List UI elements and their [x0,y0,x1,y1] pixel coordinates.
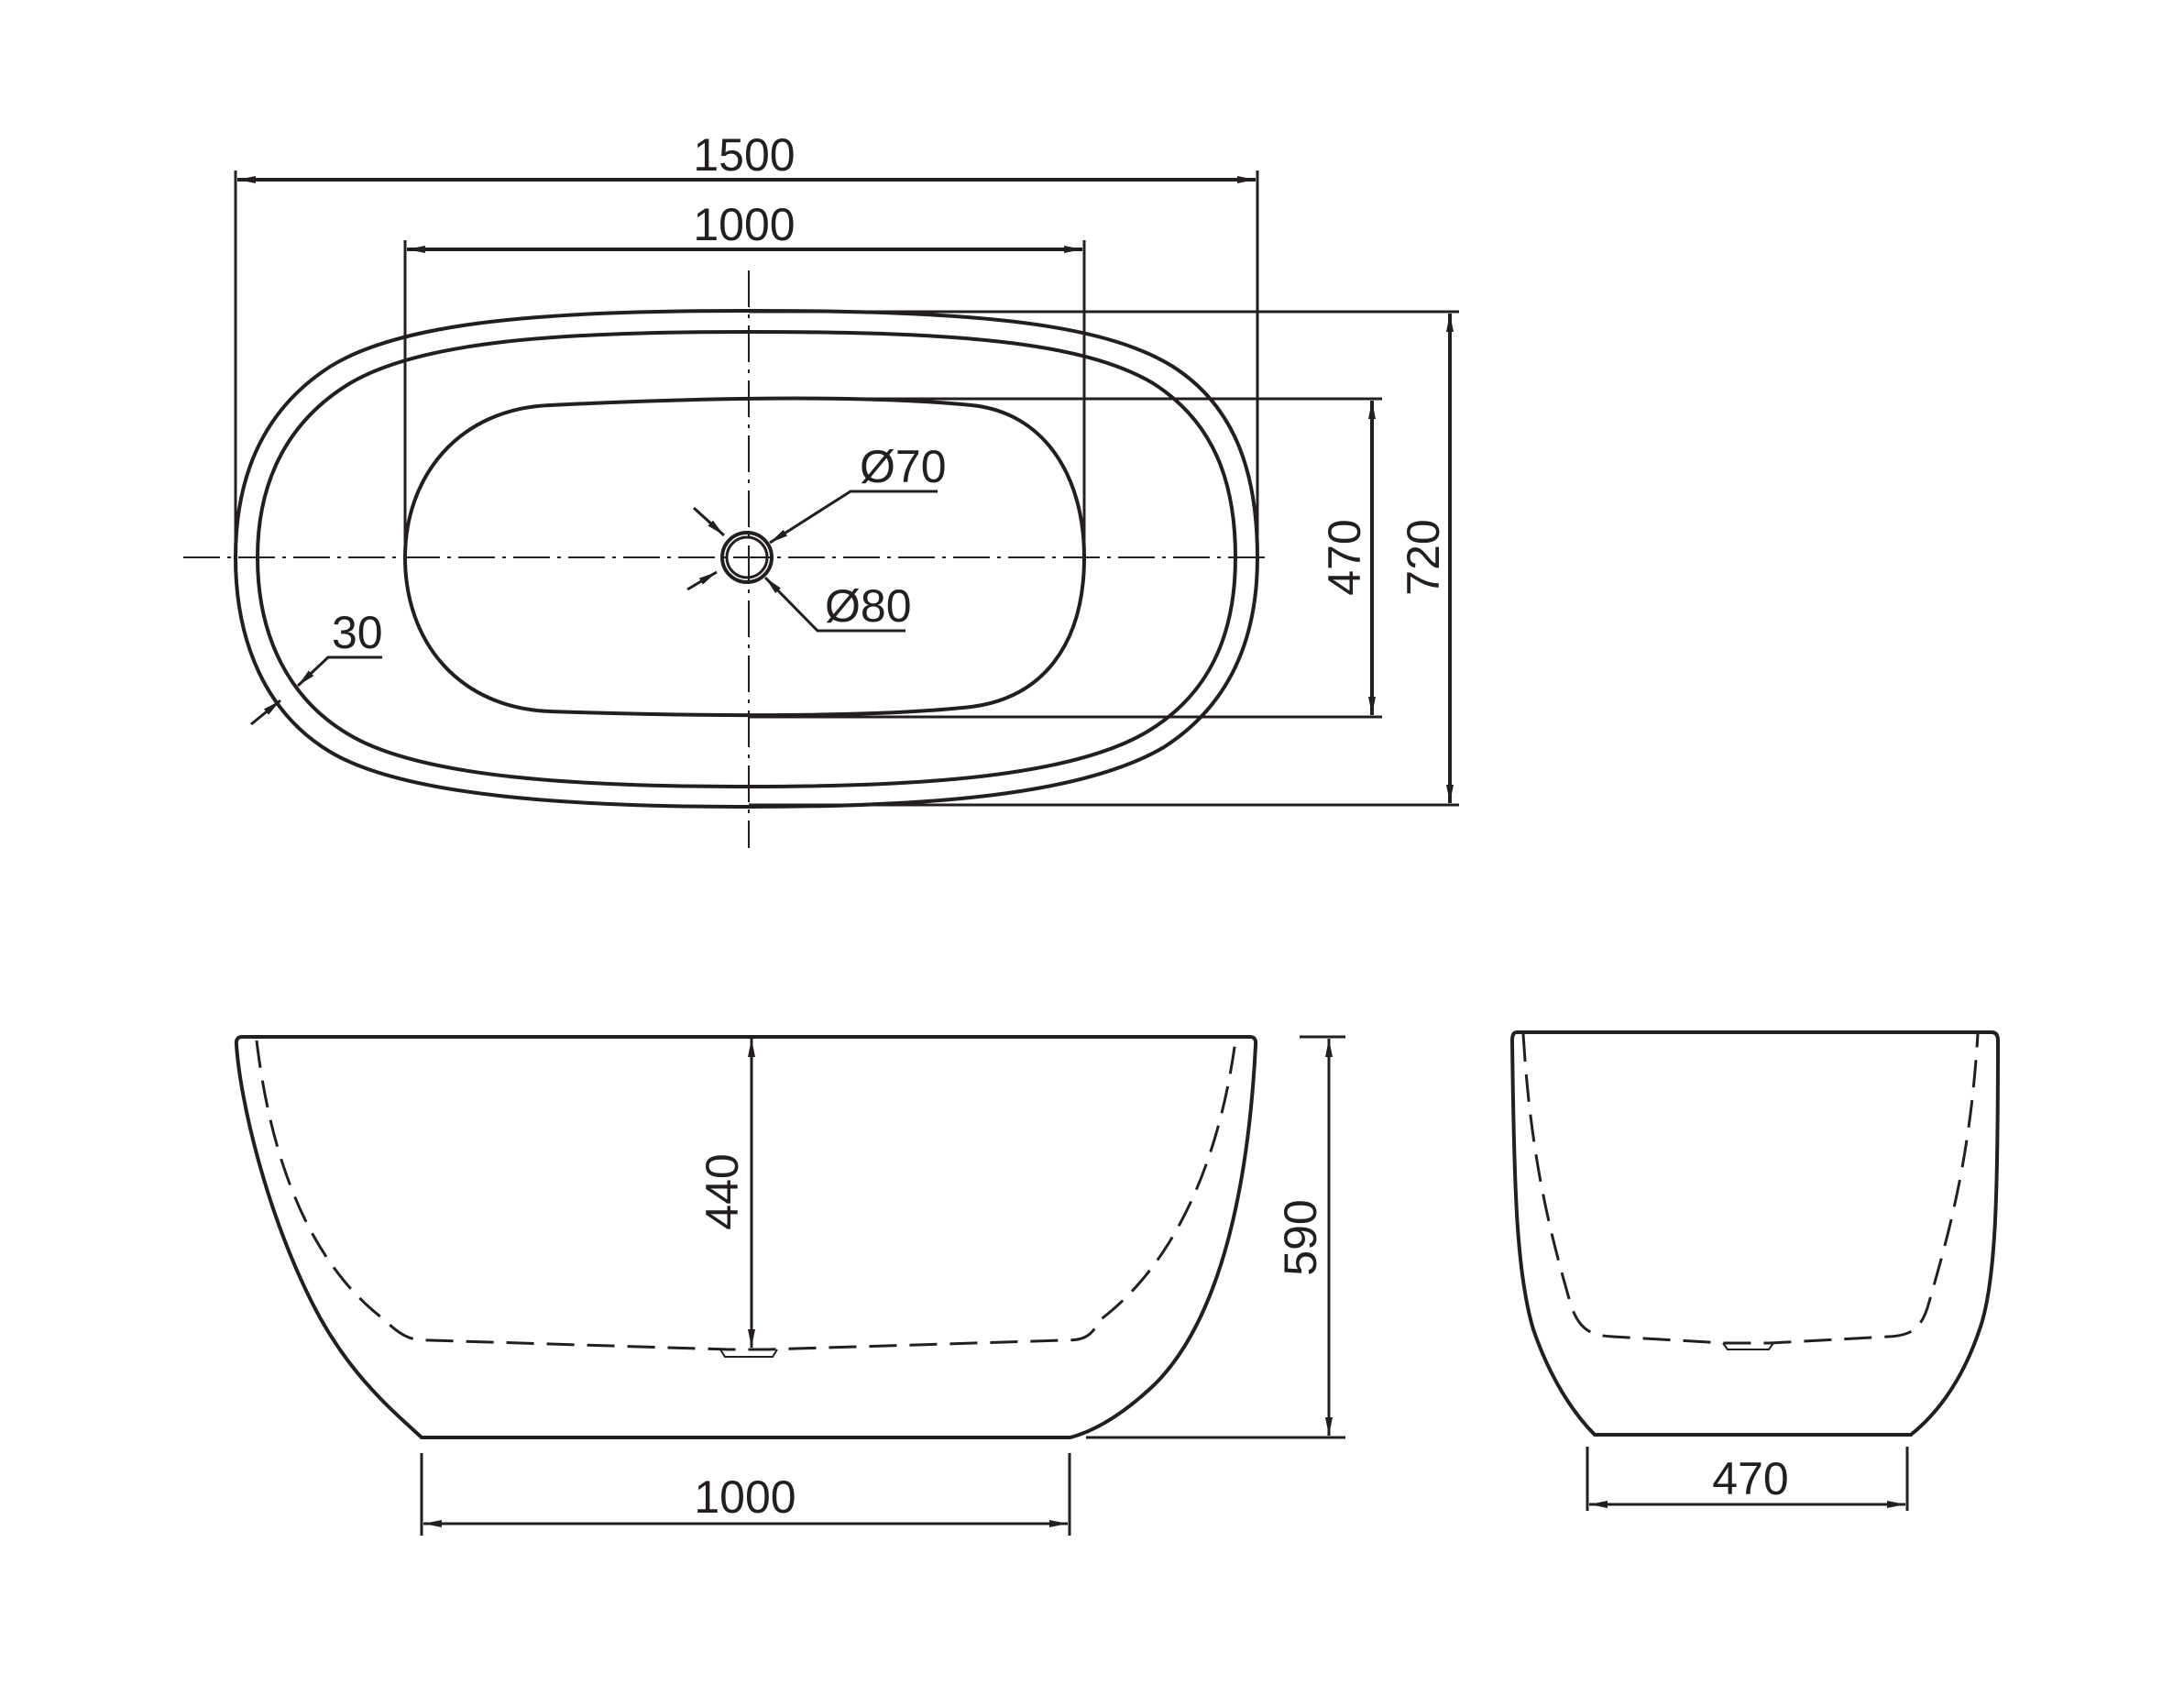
dim-side-1000-label: 1000 [694,1471,796,1523]
dim-30-tail [250,699,281,726]
drain-70-label: Ø70 [860,441,947,492]
dim-720-label: 720 [1398,519,1449,595]
tub-outer-outline [233,308,1260,809]
drain-70-leader [769,490,938,545]
side-inner-hidden-line [255,1040,1237,1351]
drain-70-leader-tail [686,570,718,591]
drain-80-leader-tail [692,506,726,537]
dim-440-label: 440 [697,1153,748,1229]
end-outer-outline [1509,1030,2001,1437]
dim-1500-label: 1500 [693,129,795,181]
side-outer-outline [234,1035,1258,1439]
top-view: Ø70 Ø80 1500 1000 470 720 30 [183,129,1459,848]
side-drain-outlet [719,1349,778,1358]
drain-80-label: Ø80 [825,580,912,632]
dim-590-label: 590 [1275,1199,1326,1275]
side-view: 440 590 1000 [234,1035,1345,1536]
dim-1000-label: 1000 [693,199,795,250]
end-view: 470 [1509,1030,2001,1511]
tub-basin-outline [402,396,1087,718]
drain-outer-circle [720,531,774,584]
dim-30-leader [296,655,382,688]
drain-inner-circle [725,535,769,579]
tub-inner-rim [255,329,1238,789]
dim-end-470-label: 470 [1712,1453,1788,1504]
dim-30-label: 30 [332,607,383,658]
dim-470-label: 470 [1319,519,1370,595]
end-inner-hidden-line [1521,1033,1980,1345]
drain-80-leader [763,576,905,633]
end-drain-outlet [1722,1342,1774,1350]
